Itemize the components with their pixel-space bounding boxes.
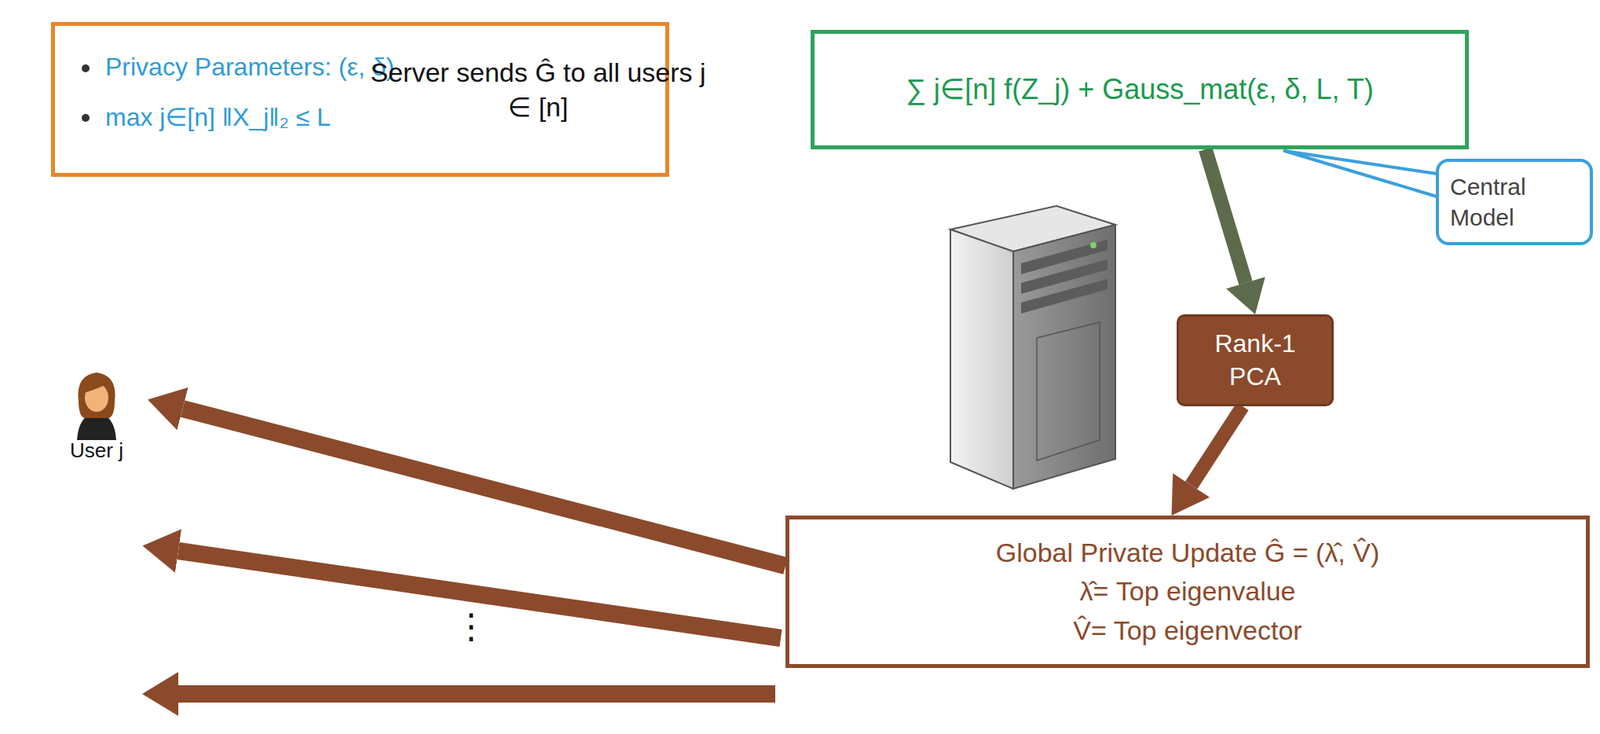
node-text: User j — [45, 438, 148, 463]
user-icon — [76, 372, 117, 440]
callout-box: Central Model — [1435, 158, 1593, 246]
node-text: Central Model — [1449, 171, 1579, 233]
parameter-box: Privacy Parameters: (ε, δ)max j∈[n] ‖X_j… — [51, 21, 670, 177]
flow-arrow — [183, 408, 786, 566]
user-node: User j — [45, 372, 148, 463]
annotation-text: Server sends Ĝ to all users j ∈ [n] — [369, 54, 707, 125]
node-text: Rank-1 PCA — [1191, 327, 1319, 393]
broadcast-arrows — [178, 550, 781, 694]
ellipsis-mark: ⋮ — [447, 608, 495, 644]
result-box: Global Private Update Ĝ = (λ̂, V̂)λ̂= To… — [785, 515, 1590, 668]
callout-tail — [1284, 150, 1441, 198]
node-text: λ̂= Top eigenvalue — [808, 571, 1568, 611]
node-text: ∑ j∈[n] f(Z_j) + Gauss_mat(ε, δ, L, T) — [833, 73, 1447, 107]
node-text: Global Private Update Ĝ = (λ̂, V̂) — [808, 533, 1568, 572]
process-box: Rank-1 PCA — [1176, 314, 1334, 407]
flow-arrow — [1191, 406, 1243, 485]
server-illustration — [950, 205, 1116, 489]
flow-arrow — [1205, 149, 1246, 283]
formula-box: ∑ j∈[n] f(Z_j) + Gauss_mat(ε, δ, L, T) — [810, 29, 1469, 150]
broadcast-arrow — [178, 684, 776, 703]
node-text: V̂= Top eigenvector — [808, 611, 1568, 650]
